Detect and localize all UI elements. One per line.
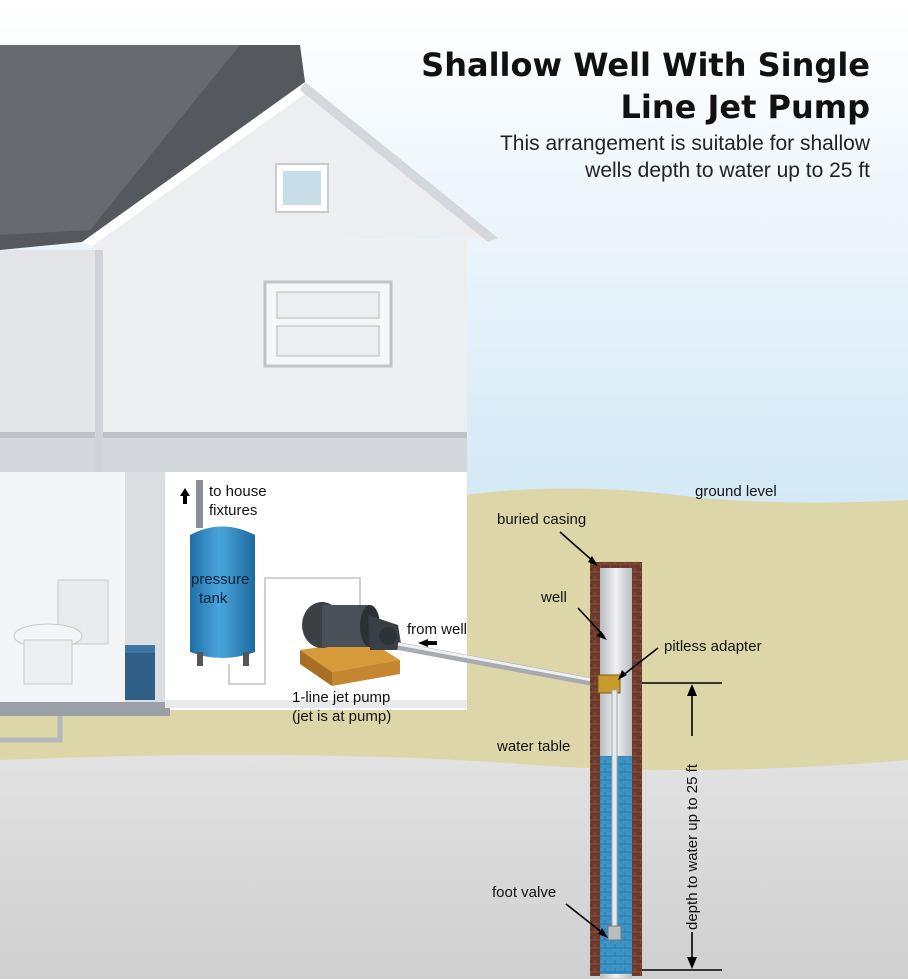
depth-label: depth to water up to 25 ft [684,764,701,930]
page-subtitle: This arrangement is suitable for shallow… [350,130,870,184]
well-casing [590,562,642,978]
foot-valve-label: foot valve [492,884,557,901]
well-label: well [541,589,567,606]
jet-pump-label: 1-line jet pump (jet is at pump) [292,689,392,725]
jet-pump [300,602,402,686]
leader-lines [559,531,659,935]
from-well-label: from well [407,621,468,638]
supply-pipe [196,480,203,528]
title-line-2: Line Jet Pump [620,88,870,126]
pitless-adapter-label: pitless adapter [664,638,762,655]
subtitle-line-2: wells depth to water up to 25 ft [585,159,870,182]
pressure-tank-label: pressure tank [191,571,250,607]
to-house-label: to house fixtures [209,483,267,519]
subtitle-line-1: This arrangement is suitable for shallow [499,132,870,155]
page-title: Shallow Well With Single Line Jet Pump [350,44,870,128]
suction-pipe [397,642,599,687]
water-table-label: water table [497,738,571,755]
ground-level-label: ground level [695,483,777,500]
pressure-tank [190,526,255,666]
left-arrow-icon [418,639,428,647]
up-arrow-icon [180,488,190,496]
subsoil [0,754,908,979]
title-line-1: Shallow Well With Single [421,46,870,84]
house [0,45,498,743]
buried-casing-label: buried casing [497,511,587,528]
